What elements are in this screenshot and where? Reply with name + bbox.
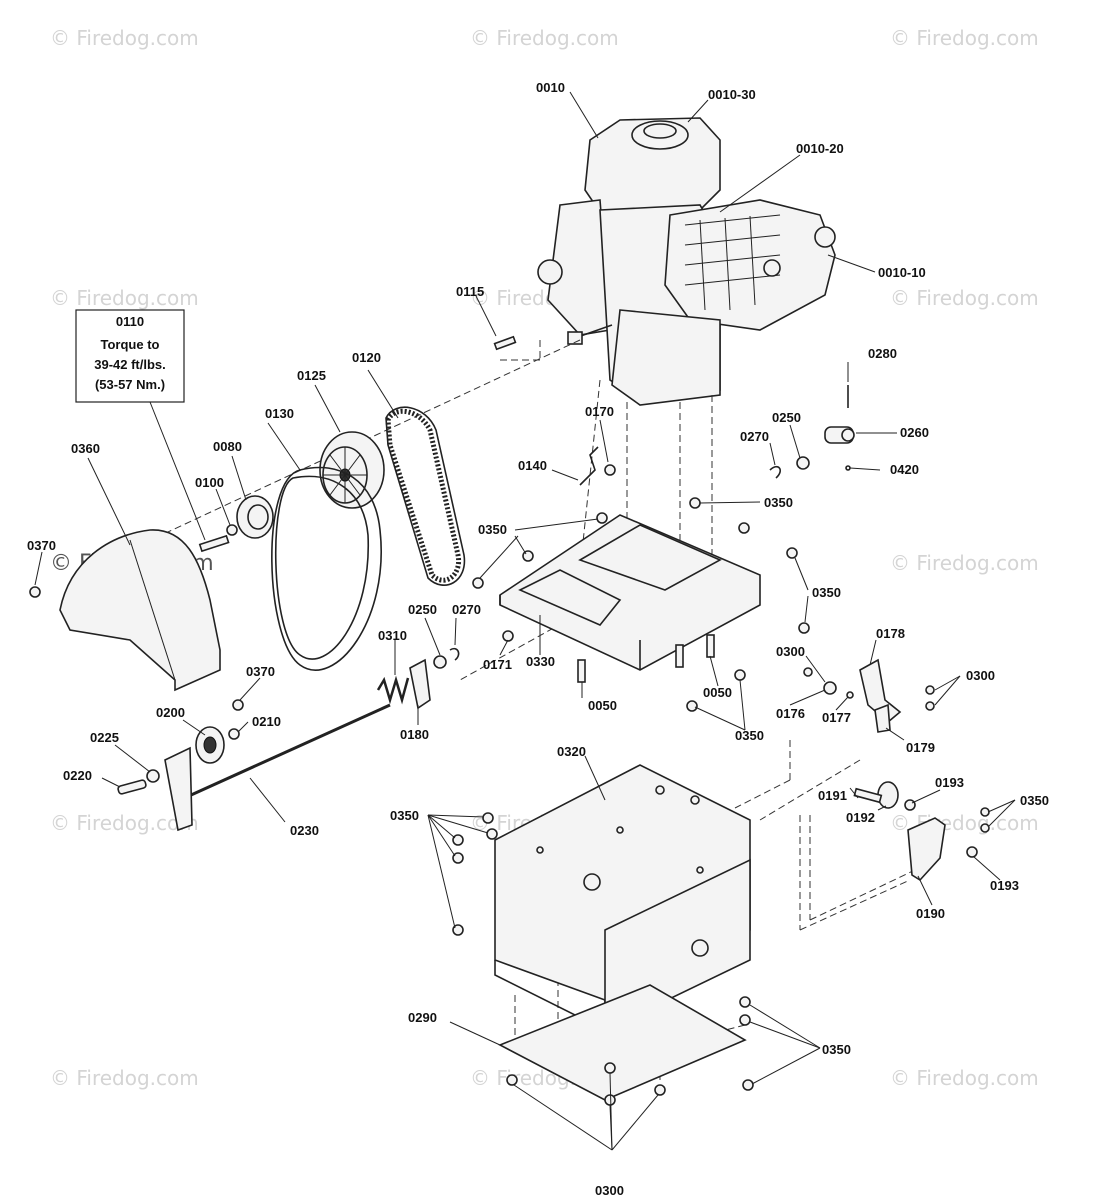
label-0010-30: 0010-30 — [708, 87, 756, 102]
label-0280: 0280 — [868, 346, 897, 361]
label-0360: 0360 — [71, 441, 100, 456]
bracket-0190 — [853, 781, 990, 882]
note-line-3: (53-57 Nm.) — [95, 377, 165, 392]
label-0115: 0115 — [456, 284, 484, 299]
label-0300: 0300 — [595, 1183, 624, 1198]
watermark: © Firedog.com — [890, 286, 1039, 310]
belt-0120 — [385, 408, 462, 583]
belt-guard — [59, 529, 221, 692]
frame-0320 — [494, 764, 751, 1032]
watermark: © Firedog.com — [470, 26, 619, 50]
label-0290: 0290 — [408, 1010, 437, 1025]
label-0177: 0177 — [822, 710, 851, 725]
torque-note: 0110 Torque to 39-42 ft/lbs. (53-57 Nm.) — [75, 309, 185, 403]
label-0350: 0350 — [735, 728, 764, 743]
label-0200: 0200 — [156, 705, 185, 720]
spring-0140 — [579, 446, 599, 486]
label-0193: 0193 — [935, 775, 964, 790]
watermark: © Firedog.com — [890, 1066, 1039, 1090]
bolt-0100 — [198, 524, 238, 553]
base-plate — [499, 514, 761, 671]
watermark: © Firedog.com — [890, 26, 1039, 50]
label-0191: 0191 — [818, 788, 847, 803]
key — [493, 335, 517, 351]
fasteners — [472, 446, 810, 712]
watermark: © Firedog.com — [50, 286, 199, 310]
label-0300: 0300 — [776, 644, 805, 659]
idler-bracket — [164, 746, 193, 832]
pulley-spokes — [323, 447, 367, 503]
frame-screws — [452, 812, 754, 1091]
label-0010: 0010 — [536, 80, 565, 95]
label-0120: 0120 — [352, 350, 381, 365]
label-0050: 0050 — [588, 698, 617, 713]
label-0140: 0140 — [518, 458, 547, 473]
screw-0370 — [29, 586, 41, 598]
label-0350: 0350 — [390, 808, 419, 823]
belt-0130 — [271, 466, 382, 671]
label-0100: 0100 — [195, 475, 224, 490]
label-0300: 0300 — [966, 668, 995, 683]
label-0270: 0270 — [452, 602, 481, 617]
engine — [537, 117, 836, 406]
lever-0178 — [803, 658, 935, 733]
spring-bracket — [376, 647, 460, 710]
label-0250: 0250 — [408, 602, 437, 617]
label-0230: 0230 — [290, 823, 319, 838]
label-0010-20: 0010-20 — [796, 141, 844, 156]
label-0310: 0310 — [378, 628, 407, 643]
label-0192: 0192 — [846, 810, 875, 825]
label-0250: 0250 — [772, 410, 801, 425]
label-0171: 0171 — [483, 657, 512, 672]
label-0370: 0370 — [27, 538, 56, 553]
label-0179: 0179 — [906, 740, 935, 755]
label-0370: 0370 — [246, 664, 275, 679]
label-0180: 0180 — [400, 727, 429, 742]
watermark: © Firedog.com — [50, 26, 199, 50]
label-0320: 0320 — [557, 744, 586, 759]
label-0330: 0330 — [526, 654, 555, 669]
label-0350: 0350 — [822, 1042, 851, 1057]
bottom-screws — [506, 1062, 666, 1106]
label-0350: 0350 — [478, 522, 507, 537]
label-0178: 0178 — [876, 626, 905, 641]
label-0220: 0220 — [63, 768, 92, 783]
bottom-plate — [498, 984, 747, 1101]
part-labels: 0010 0010-30 0010-20 0010-10 0115 0120 0… — [27, 80, 1049, 1198]
screw-0370 — [232, 699, 244, 711]
note-ref: 0110 — [116, 314, 144, 329]
label-0176: 0176 — [776, 706, 805, 721]
label-0080: 0080 — [213, 439, 242, 454]
watermark: © Firedog.com — [50, 1066, 199, 1090]
idler-shaft — [117, 703, 391, 832]
watermark: © Firedog.com — [50, 811, 199, 835]
label-0125: 0125 — [297, 368, 326, 383]
lever-0260 — [769, 385, 855, 479]
pulley-0125 — [319, 431, 385, 509]
watermark: © Firedog.com — [890, 551, 1039, 575]
label-0050: 0050 — [703, 685, 732, 700]
label-0350: 0350 — [1020, 793, 1049, 808]
engine-guard — [684, 214, 781, 311]
label-0170: 0170 — [585, 404, 614, 419]
label-0210: 0210 — [252, 714, 281, 729]
label-0193: 0193 — [990, 878, 1019, 893]
label-0010-10: 0010-10 — [878, 265, 926, 280]
label-0350: 0350 — [812, 585, 841, 600]
label-0270: 0270 — [740, 429, 769, 444]
label-0420: 0420 — [890, 462, 919, 477]
label-0130: 0130 — [265, 406, 294, 421]
leader-lines — [34, 91, 1016, 1151]
label-0350: 0350 — [764, 495, 793, 510]
label-0190: 0190 — [916, 906, 945, 921]
drive-components — [236, 406, 466, 671]
note-line-1: Torque to — [101, 337, 160, 352]
label-0225: 0225 — [90, 730, 119, 745]
note-line-2: 39-42 ft/lbs. — [94, 357, 166, 372]
label-0260: 0260 — [900, 425, 929, 440]
